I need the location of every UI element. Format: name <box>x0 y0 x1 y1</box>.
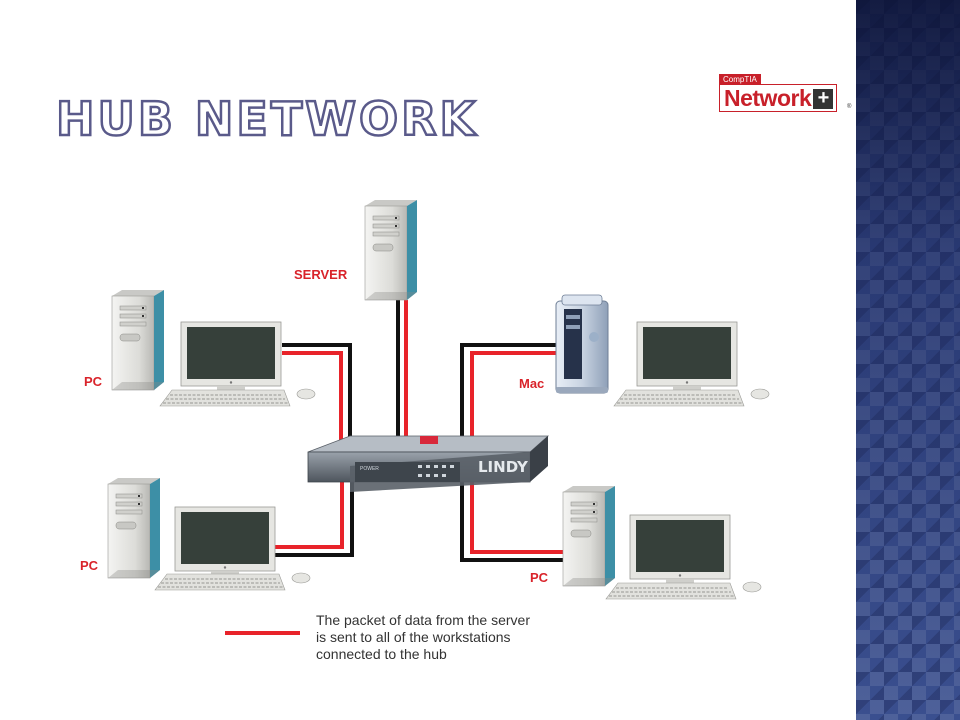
legend-text-line1: The packet of data from the server <box>316 612 530 628</box>
pc-top-left-label: PC <box>84 374 103 389</box>
logo-top-text: CompTIA <box>719 74 761 85</box>
network-hub: POWER LINDY <box>307 435 550 492</box>
legend-text-line2: is sent to all of the workstations <box>316 629 511 645</box>
pc-top-left-computer <box>111 289 316 407</box>
pc-bottom-left-label: PC <box>80 558 99 573</box>
network-cables <box>272 300 566 562</box>
cable-mac <box>460 343 556 440</box>
server-label: SERVER <box>294 267 348 282</box>
cable-pc-bottom-right <box>460 478 566 562</box>
cable-server <box>396 300 408 445</box>
comptia-network-plus-logo: CompTIA Network+ ® <box>719 74 851 112</box>
pc-bottom-left-computer <box>107 477 311 591</box>
decorative-side-band <box>856 0 960 720</box>
hub-port-text: POWER <box>360 466 379 472</box>
cable-pc-top-left <box>282 343 352 462</box>
server-computer <box>364 199 418 301</box>
mac-computer <box>555 294 770 407</box>
logo-plus: + <box>813 88 834 109</box>
pc-bottom-right-computer <box>562 485 762 600</box>
pc-bottom-right-label: PC <box>530 570 549 585</box>
logo-trademark: ® <box>847 104 852 110</box>
legend-text-line3: connected to the hub <box>316 646 447 662</box>
logo-main-text: Network <box>724 85 812 111</box>
cable-pc-bottom-left <box>272 478 354 557</box>
logo-main: Network+ <box>719 84 838 112</box>
slide-title: Hub Network <box>55 92 479 146</box>
mac-label: Mac <box>519 376 544 391</box>
hub-leds <box>418 465 454 477</box>
hub-brand: LINDY <box>478 458 529 476</box>
legend: The packet of data from the server is se… <box>225 612 530 662</box>
